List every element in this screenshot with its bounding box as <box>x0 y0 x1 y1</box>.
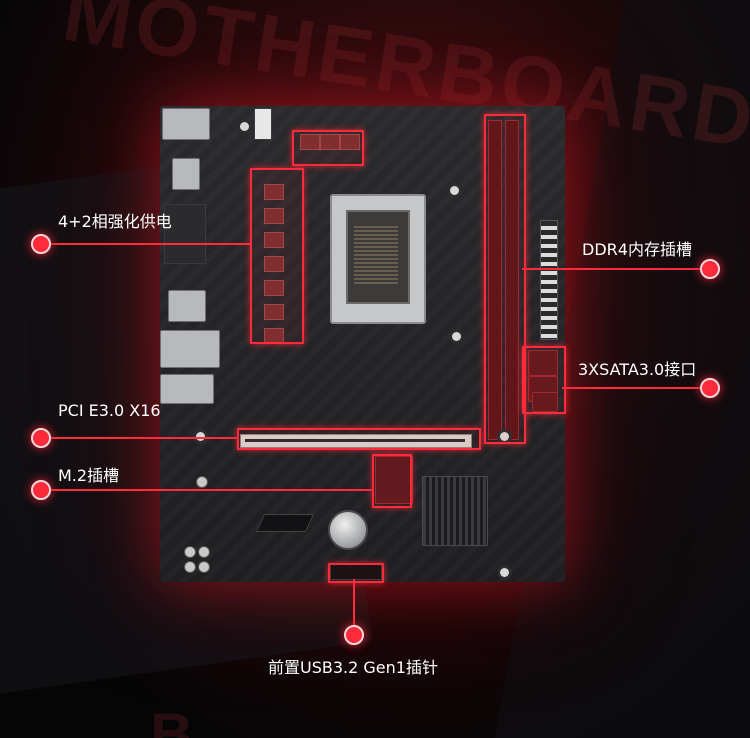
mounting-hole <box>500 568 509 577</box>
vrm-choke <box>264 208 284 224</box>
vrm-choke <box>264 232 284 248</box>
cpu-socket <box>330 194 426 324</box>
usb-callout-dot <box>344 625 364 645</box>
vrm-label: 4+2相强化供电 <box>58 212 172 231</box>
dimm-slot-b <box>505 120 519 440</box>
sata-port <box>528 350 558 376</box>
usb-header-highlight <box>328 563 384 583</box>
cpu-power-connector <box>254 108 272 140</box>
sata-label: 3XSATA3.0接口 <box>578 360 697 379</box>
capacitor <box>198 546 210 558</box>
vrm-choke <box>264 280 284 296</box>
capacitor <box>184 561 196 573</box>
vrm-choke <box>264 256 284 272</box>
sata-callout-dot <box>700 378 720 398</box>
io-ps2-port <box>162 108 210 140</box>
motherboard <box>160 106 565 582</box>
mounting-hole <box>240 122 249 131</box>
vrm-choke <box>320 134 340 150</box>
vrm-top-highlight <box>292 130 364 166</box>
ddr4-highlight <box>484 114 526 444</box>
pcie-callout-dot <box>31 428 51 448</box>
dimm-slot-a <box>488 120 502 440</box>
mounting-hole <box>452 332 461 341</box>
capacitor <box>196 476 208 488</box>
vrm-choke <box>340 134 360 150</box>
pcie-x16-slot <box>240 434 472 448</box>
chipset-heatsink <box>422 476 488 546</box>
m2-slot-area <box>375 456 413 504</box>
io-vga-port <box>164 204 206 264</box>
usb-leader-line <box>353 579 355 635</box>
vrm-callout-dot <box>31 234 51 254</box>
m2-callout-dot <box>31 480 51 500</box>
capacitor <box>198 561 210 573</box>
cpu-socket-pins <box>354 224 398 284</box>
pcie-label: PCI E3.0 X16 <box>58 401 161 420</box>
vrm-side-highlight <box>250 168 304 344</box>
m2-leader-line <box>40 489 374 491</box>
ddr4-label: DDR4内存插槽 <box>582 240 692 259</box>
capacitor <box>184 546 196 558</box>
vrm-choke <box>264 184 284 200</box>
atx-power-connector <box>540 220 558 340</box>
mounting-hole <box>500 432 509 441</box>
sata-highlight <box>522 346 566 414</box>
vrm-choke <box>264 304 284 320</box>
mounting-hole <box>196 432 205 441</box>
sata-port <box>532 392 558 412</box>
ddr4-callout-dot <box>700 259 720 279</box>
cmos-battery <box>328 510 368 550</box>
m2-highlight <box>372 454 412 508</box>
pcie-leader-line <box>40 437 238 439</box>
vrm-leader-line <box>40 243 252 245</box>
io-usb-port <box>168 290 206 322</box>
io-hdmi-port <box>172 158 200 190</box>
m2-label: M.2插槽 <box>58 466 120 485</box>
background-watermark: B <box>150 701 198 738</box>
mounting-hole <box>450 186 459 195</box>
io-audio-port <box>160 374 214 404</box>
pcie-highlight <box>237 428 481 450</box>
sata-leader-line <box>562 387 710 389</box>
usb-header-label: 前置USB3.2 Gen1插针 <box>268 658 438 677</box>
io-lan-port <box>160 330 220 368</box>
ddr4-leader-line <box>522 268 710 270</box>
vrm-choke <box>300 134 320 150</box>
pcie-x1-slot <box>255 514 315 532</box>
